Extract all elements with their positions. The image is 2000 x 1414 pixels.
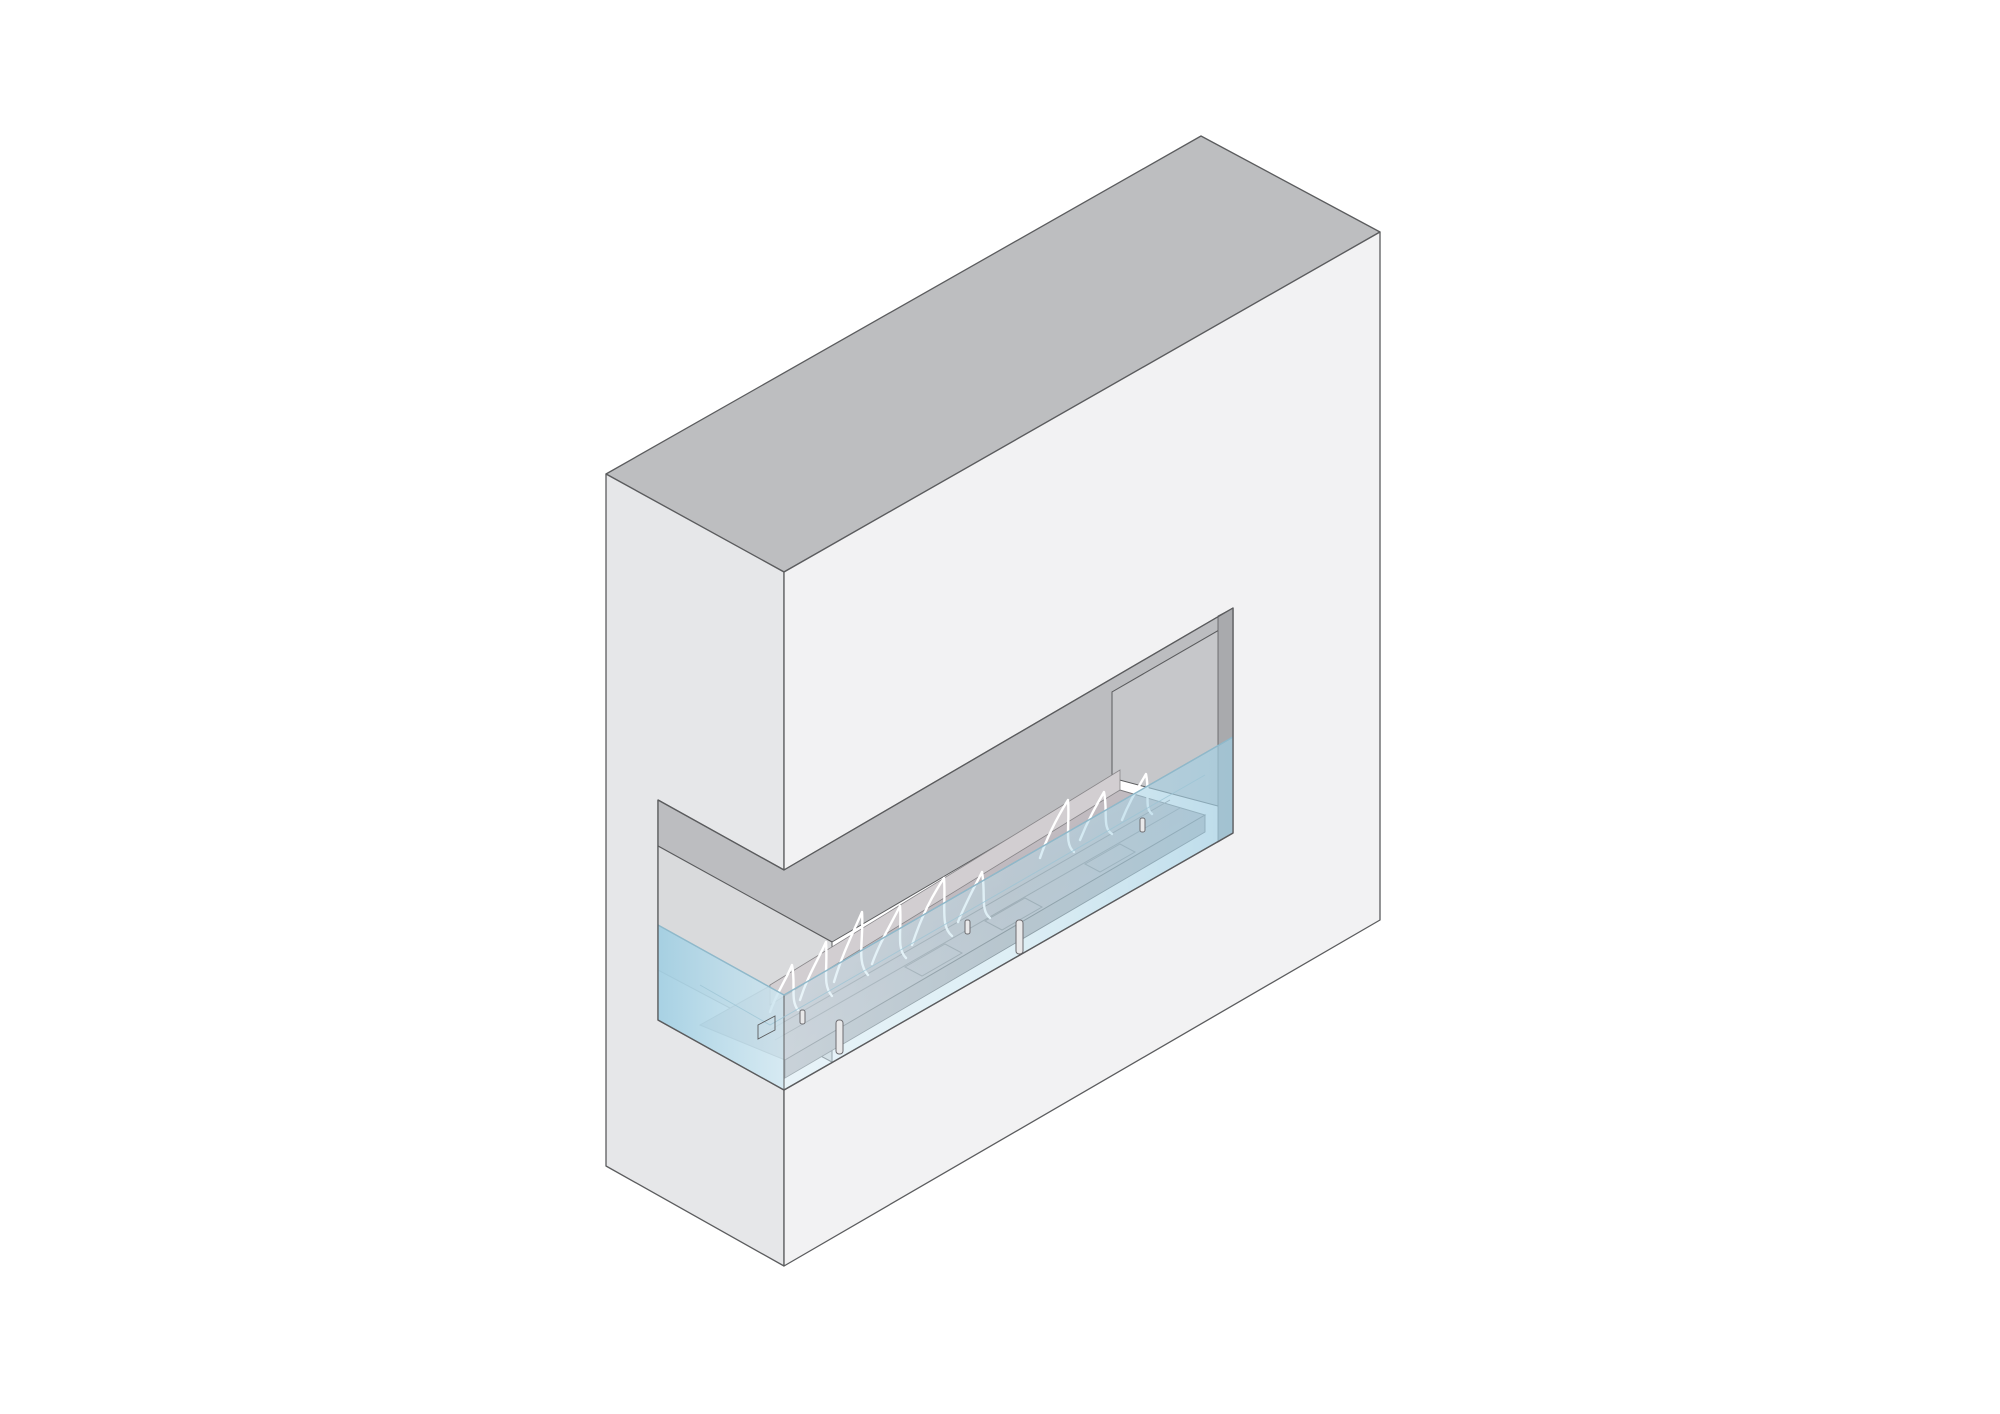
glass-support-posts xyxy=(799,817,1146,1055)
glass-inner-edge xyxy=(699,774,1206,1026)
glass-bracket xyxy=(757,1015,776,1040)
opening-outline xyxy=(657,607,1234,1091)
glass-top-edge xyxy=(657,736,1234,996)
